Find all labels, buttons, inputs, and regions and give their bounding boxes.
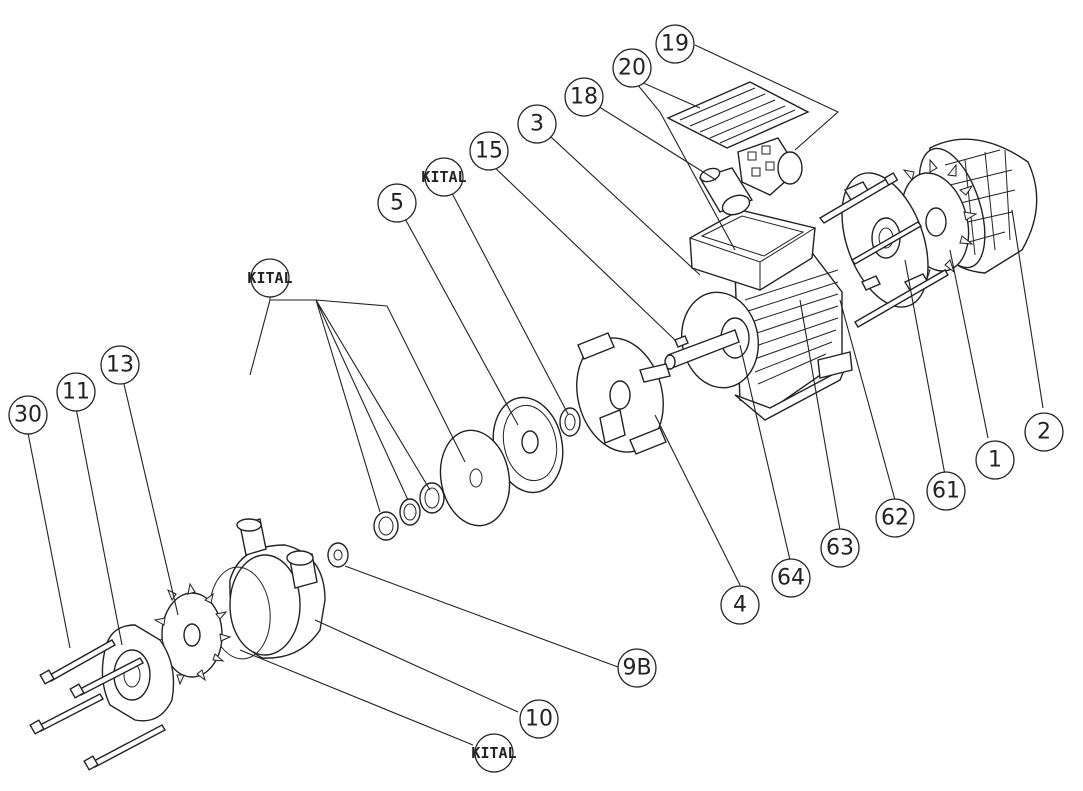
callout-1: 1 — [975, 440, 1015, 480]
svg-text:13: 13 — [106, 353, 134, 378]
svg-text:9B: 9B — [622, 656, 651, 681]
pump-body — [229, 518, 326, 659]
tie-rods — [818, 172, 949, 328]
svg-text:KITAL: KITAL — [421, 168, 466, 186]
seal-plate — [492, 396, 564, 494]
callout-5: 5 — [377, 183, 417, 223]
svg-text:20: 20 — [618, 56, 646, 81]
svg-text:19: 19 — [661, 32, 689, 57]
callout-3: 3 — [517, 104, 557, 144]
svg-text:5: 5 — [390, 191, 404, 216]
svg-text:2: 2 — [1037, 420, 1051, 445]
svg-text:KITAL: KITAL — [471, 744, 516, 762]
callout-20: 20 — [612, 48, 652, 88]
motor-housing — [734, 249, 853, 421]
motor-bracket — [576, 332, 671, 455]
svg-text:64: 64 — [777, 566, 805, 591]
svg-text:3: 3 — [530, 112, 544, 137]
svg-text:30: 30 — [14, 403, 42, 428]
impeller-nut — [327, 542, 349, 568]
front-flange-and-shaft — [664, 291, 760, 389]
svg-text:10: 10 — [525, 707, 553, 732]
callout-18: 18 — [564, 77, 604, 117]
callout-4: 4 — [720, 585, 760, 625]
callout-15: 15 — [469, 131, 509, 171]
svg-text:63: 63 — [826, 536, 854, 561]
callout-30: 30 — [8, 395, 48, 435]
callout-2: 2 — [1024, 412, 1064, 452]
svg-text:15: 15 — [475, 139, 503, 164]
callout-64: 64 — [771, 558, 811, 598]
impeller — [152, 582, 232, 686]
callout-kital-top: KITAL — [421, 157, 467, 197]
mechanical-seal — [559, 407, 581, 437]
callout-63: 63 — [820, 528, 860, 568]
callout-19: 19 — [655, 24, 695, 64]
svg-text:61: 61 — [932, 479, 960, 504]
callout-11: 11 — [56, 372, 96, 412]
callout-13: 13 — [100, 345, 140, 385]
capacitor — [698, 167, 754, 216]
callout-kital-bottom: KITAL — [471, 733, 517, 773]
svg-text:KITAL: KITAL — [247, 269, 292, 287]
terminal-block — [737, 137, 803, 196]
callout-61: 61 — [926, 471, 966, 511]
terminal-cover-plate — [666, 81, 810, 149]
callout-kital-mid: KITAL — [247, 258, 293, 298]
svg-text:1: 1 — [988, 448, 1002, 473]
callout-62: 62 — [875, 498, 915, 538]
svg-text:4: 4 — [733, 593, 747, 618]
svg-text:62: 62 — [881, 506, 909, 531]
bolts — [29, 639, 166, 771]
callout-10: 10 — [519, 699, 559, 739]
o-rings-set — [373, 482, 445, 541]
gasket-disc — [439, 429, 511, 527]
callout-9b: 9B — [617, 648, 657, 688]
svg-text:18: 18 — [570, 85, 598, 110]
svg-text:11: 11 — [62, 380, 90, 405]
rear-end-shield — [841, 172, 931, 308]
